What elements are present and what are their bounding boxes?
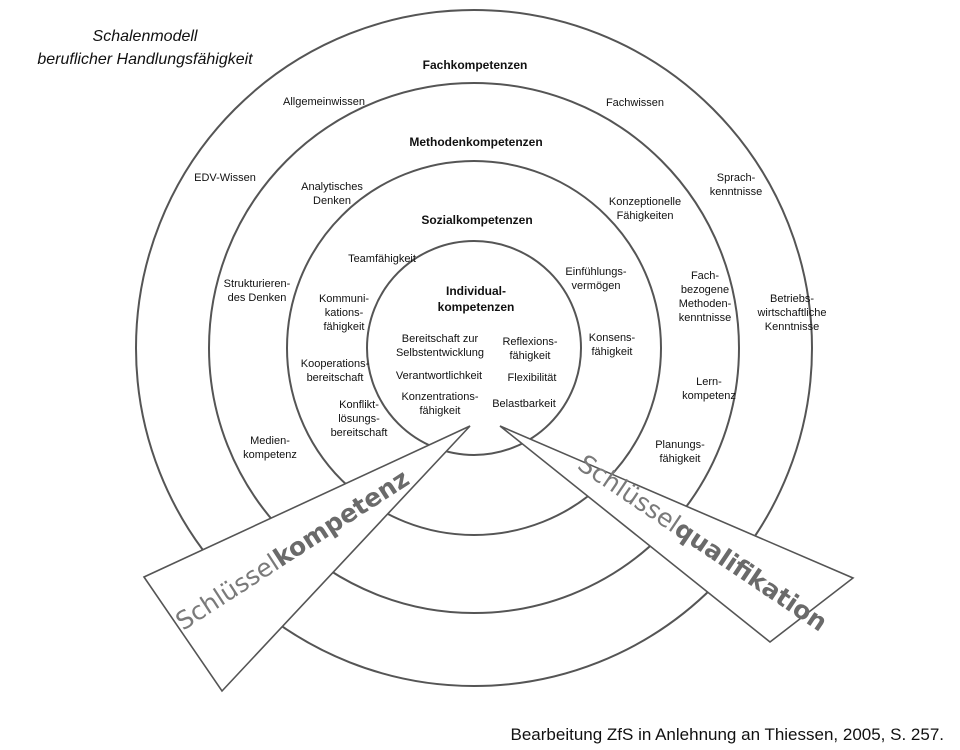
label-lern: Lern-kompetenz [682,376,736,402]
arrow-schluesselqualifikation [499,425,855,644]
header-individualkompetenzen: Individual-kompetenzen [438,284,515,314]
label-allgemeinwissen: Allgemeinwissen [283,96,365,108]
label-reflexion: Reflexions-fähigkeit [502,336,557,362]
label-planung: Planungs-fähigkeit [655,439,705,465]
label-medien: Medien-kompetenz [243,435,297,461]
label-belastbarkeit: Belastbarkeit [492,398,556,410]
arrow-schluesselkompetenz [142,425,471,693]
label-konzentration: Konzentrations-fähigkeit [401,391,478,417]
label-kommunikation: Kommuni-kations-fähigkeit [319,293,369,333]
label-strukturieren: Strukturieren-des Denken [224,278,291,304]
header-sozialkompetenzen: Sozialkompetenzen [421,213,532,227]
label-konsens: Konsens-fähigkeit [589,332,636,358]
label-flexibilitaet: Flexibilität [508,372,557,384]
label-kooperation: Kooperations-bereitschaft [301,358,370,384]
header-fachkompetenzen: Fachkompetenzen [423,58,528,72]
label-einfuehlung: Einfühlungs-vermögen [565,266,626,292]
source-note: Bearbeitung ZfS in Anlehnung an Thiessen… [511,725,945,744]
diagram-title-line-2: beruflicher Handlungsfähigkeit [37,51,253,68]
label-fachwissen: Fachwissen [606,97,664,109]
label-sprach: Sprach-kenntnisse [710,172,763,198]
diagram-title-line-1: Schalenmodell [93,28,198,45]
label-konflikt: Konflikt-lösungs-bereitschaft [331,399,388,439]
ring-individualkompetenzen [366,240,582,456]
label-team: Teamfähigkeit [348,253,416,265]
label-verantwortung: Verantwortlichkeit [396,370,482,382]
header-methodenkompetenzen: Methodenkompetenzen [409,135,542,149]
label-edv: EDV-Wissen [194,172,256,184]
